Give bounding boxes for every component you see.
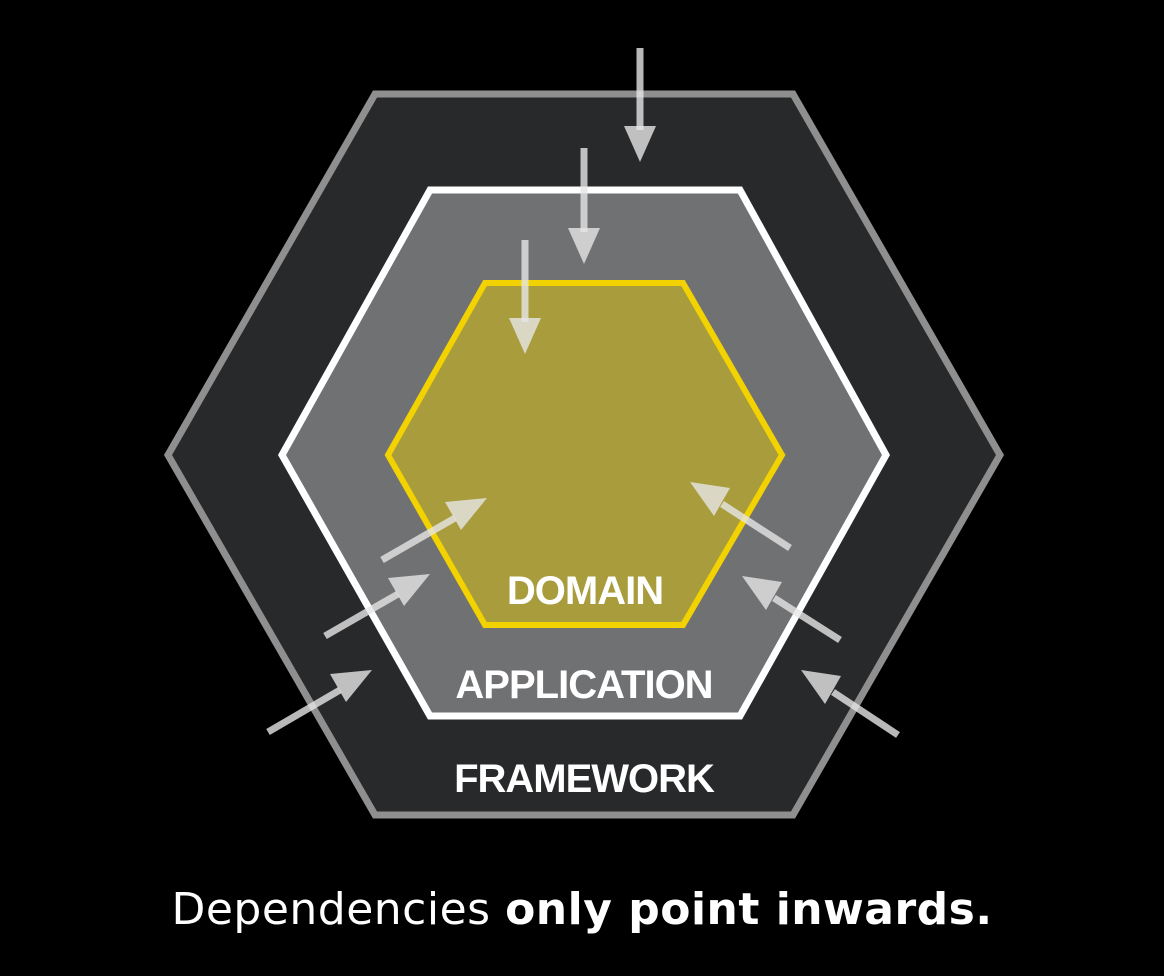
- arrow-top-domain: [509, 240, 541, 354]
- domain-hexagon: [384, 280, 786, 628]
- caption-bold: only point inwards.: [505, 884, 993, 935]
- domain-label: DOMAIN: [507, 569, 663, 613]
- arrow-right-application: [742, 576, 842, 643]
- arrow-left-domain: [380, 498, 487, 564]
- application-label: APPLICATION: [455, 663, 712, 707]
- framework-label: FRAMEWORK: [454, 757, 715, 801]
- caption-regular: Dependencies: [171, 884, 506, 935]
- arrow-right-framework: [801, 670, 900, 738]
- dependency-arrows: [266, 48, 900, 738]
- arrow-top-application: [568, 148, 600, 264]
- arrow-right-domain: [690, 482, 792, 551]
- arrow-left-framework: [266, 670, 372, 736]
- arrow-top-framework: [624, 48, 656, 162]
- arrow-left-application: [323, 574, 430, 640]
- caption: Dependencies only point inwards.: [0, 880, 1164, 940]
